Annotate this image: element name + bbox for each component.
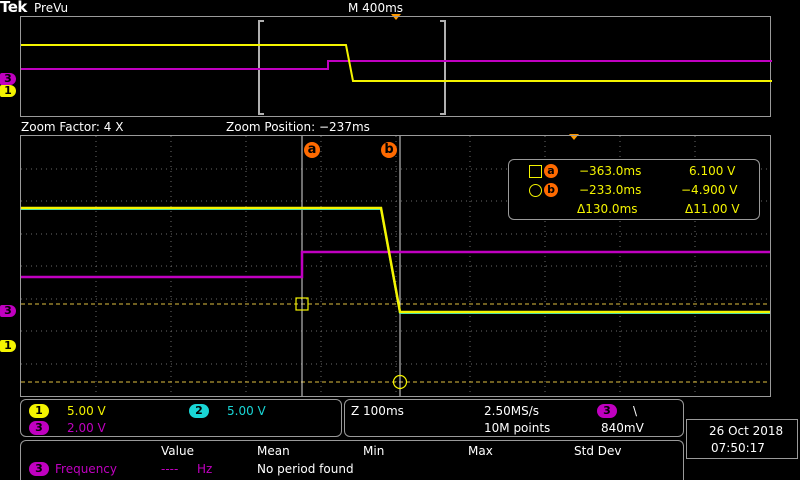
trigger-position-marker-icon <box>391 14 401 20</box>
cursor-delta-time: Δ130.0ms <box>577 202 638 216</box>
overview-waveform-window[interactable] <box>20 16 772 117</box>
overview-ch1-trace <box>21 44 772 82</box>
header-max: Max <box>468 444 493 458</box>
measurement-message: No period found <box>257 462 354 476</box>
top-status-bar: Tek PreVu M 400ms <box>0 0 800 20</box>
overview-ch3-marker[interactable]: 3 <box>0 73 16 85</box>
ch1-badge[interactable]: 1 <box>29 404 49 418</box>
main-timebase[interactable]: M 400ms <box>348 1 404 15</box>
ch2-scale[interactable]: 5.00 V <box>227 404 266 418</box>
overview-waveforms <box>21 20 772 115</box>
header-std-dev: Std Dev <box>574 444 622 458</box>
record-length[interactable]: 10M points <box>484 421 551 435</box>
cursor-b-time: −233.0ms <box>579 183 642 197</box>
header-value: Value <box>161 444 194 458</box>
zoom-ch3-marker[interactable]: 3 <box>0 305 16 317</box>
zoom-trigger-marker-icon <box>569 134 579 140</box>
header-min: Min <box>363 444 385 458</box>
cursor-a-point-marker <box>295 297 309 311</box>
cursor-b-badge: b <box>544 183 558 197</box>
cursor-a-time: −363.0ms <box>579 164 642 178</box>
datetime-panel: 26 Oct 2018 07:50:17 <box>686 419 798 459</box>
ch1-scale[interactable]: 5.00 V <box>67 404 106 418</box>
zoom-ch1-marker[interactable]: 1 <box>0 340 16 352</box>
measurement-unit: Hz <box>197 462 213 476</box>
cursor-b-voltage: −4.900 V <box>681 183 738 197</box>
measurement-value: ---- <box>161 462 179 476</box>
tek-logo: Tek <box>0 0 27 16</box>
overview-ch3-trace <box>21 60 772 70</box>
zoom-position[interactable]: Zoom Position: −237ms <box>226 120 370 134</box>
cursor-a-label[interactable]: a <box>304 142 320 158</box>
acquisition-trigger-panel: Z 100ms 2.50MS/s 10M points 3 \ 840mV <box>344 399 684 437</box>
zoom-factor[interactable]: Zoom Factor: 4 X <box>21 120 124 134</box>
ch3-scale[interactable]: 2.00 V <box>67 421 106 435</box>
zoom-window-bracket <box>258 20 446 115</box>
measurement-name: Frequency <box>55 462 117 476</box>
cursor-a-badge: a <box>544 164 558 178</box>
measurement-source-badge: 3 <box>29 462 49 476</box>
zoom-ch1-trace <box>21 206 770 314</box>
zoom-info-bar: Zoom Factor: 4 X Zoom Position: −237ms <box>0 118 800 140</box>
ch3-badge[interactable]: 3 <box>29 421 49 435</box>
zoom-timebase[interactable]: Z 100ms <box>351 404 404 418</box>
cursor-delta-voltage: Δ11.00 V <box>685 202 740 216</box>
cursor-b-label[interactable]: b <box>381 142 397 158</box>
trigger-source-badge[interactable]: 3 <box>597 404 617 418</box>
header-mean: Mean <box>257 444 290 458</box>
sample-rate: 2.50MS/s <box>484 404 539 418</box>
cursor-readout-panel: a −363.0ms 6.100 V b −233.0ms −4.900 V Δ… <box>508 159 760 220</box>
graticule-grid <box>21 136 770 396</box>
circle-icon <box>529 184 542 197</box>
cursor-b-point-marker <box>392 374 408 390</box>
channel-scale-panel: 1 5.00 V 2 5.00 V 3 2.00 V <box>20 399 342 437</box>
acquisition-mode: PreVu <box>34 1 69 15</box>
time: 07:50:17 <box>711 441 765 455</box>
date: 26 Oct 2018 <box>709 424 784 438</box>
cursor-a-voltage: 6.100 V <box>689 164 736 178</box>
trigger-level[interactable]: 840mV <box>601 421 644 435</box>
zoomed-waveform-graticule[interactable]: a b a −363.0ms 6.100 V b −233.0ms −4.900… <box>20 135 771 397</box>
square-icon <box>529 165 542 178</box>
zoom-ch3-trace <box>21 250 770 279</box>
trigger-slope-icon[interactable]: \ <box>633 404 638 418</box>
measurement-panel: Value Mean Min Max Std Dev 3 Frequency -… <box>20 440 684 480</box>
overview-ch1-marker[interactable]: 1 <box>0 85 16 97</box>
ch2-badge[interactable]: 2 <box>189 404 209 418</box>
